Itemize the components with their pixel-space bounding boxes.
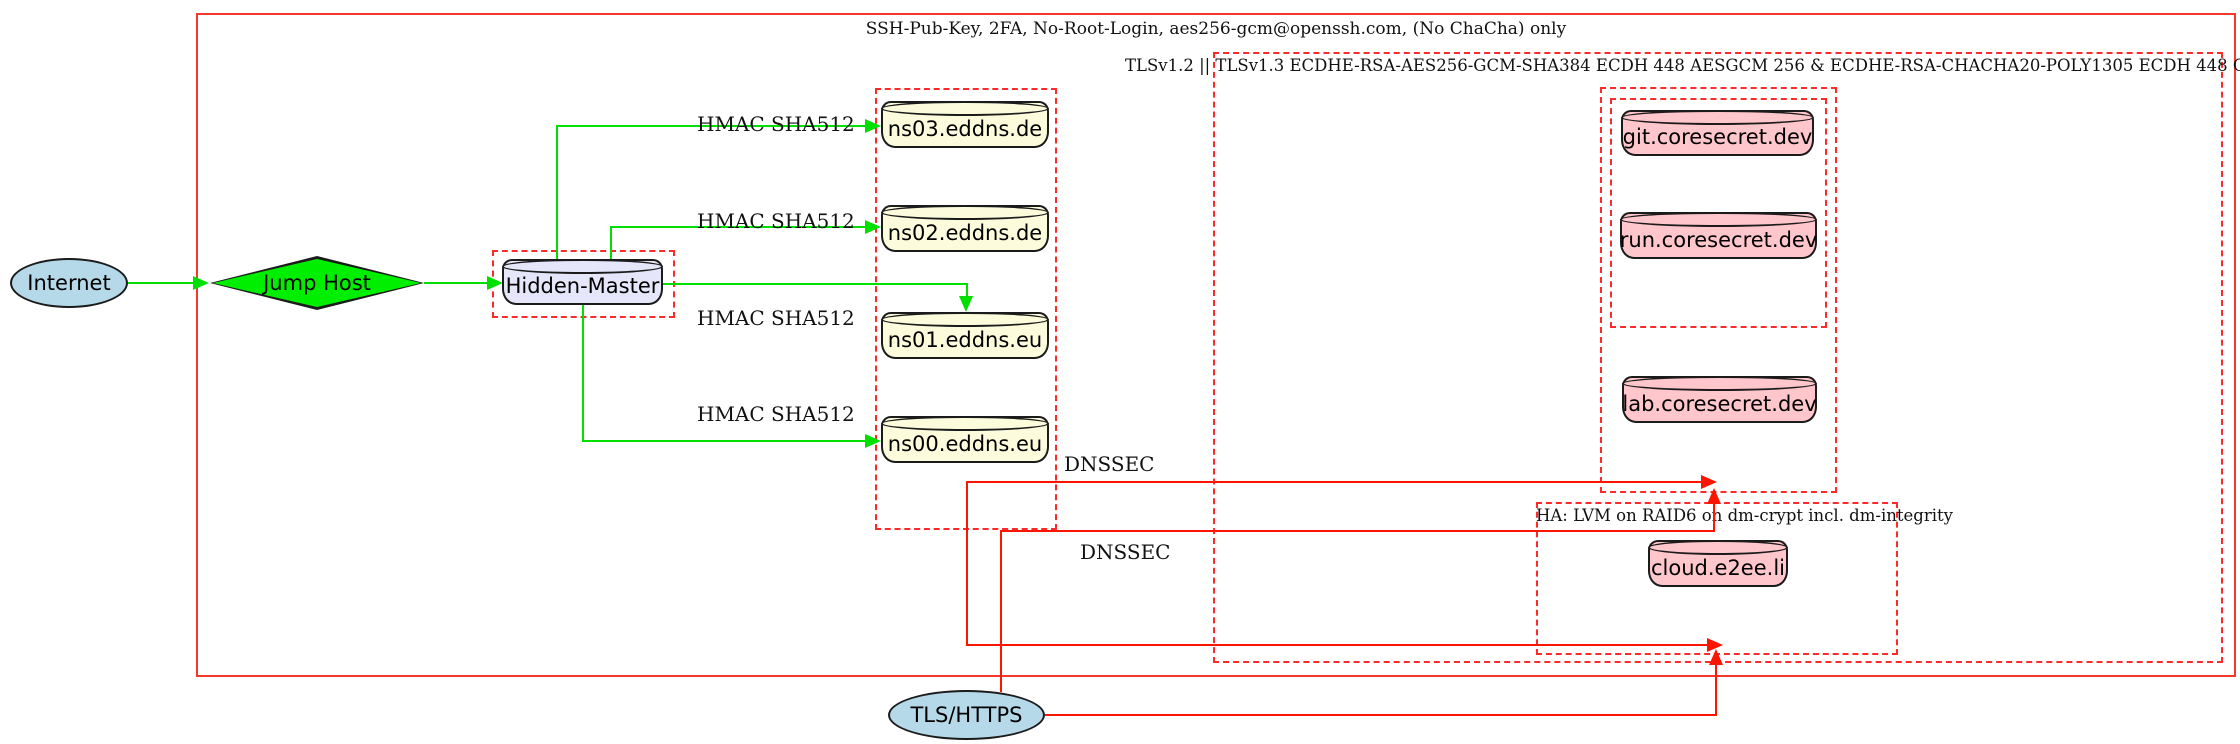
edge-hm-ns01-arrowhead [959,296,973,312]
edge-dnssec-coresecret-arrowhead [1701,475,1717,489]
node-ns03: ns03.eddns.de [881,101,1049,148]
node-ns03-label: ns03.eddns.de [887,116,1043,141]
node-git-label: git.coresecret.dev [1622,125,1813,149]
ssh-security-boundary-box [196,13,2236,677]
node-git-coresecret: git.coresecret.dev [1621,110,1814,156]
edge-hm-ns01-hline [663,283,968,285]
node-hidden-master: Hidden-Master [502,259,663,305]
node-jump-host: Jump Host [210,256,424,310]
node-ns01-label: ns01.eddns.eu [887,327,1043,352]
edge-hm-ns02-vline [610,226,612,262]
edge-hm-ns02-arrowhead [865,220,881,234]
edge-label-hmac-ns01: HMAC SHA512 [697,306,855,330]
edge-dnssec-coresecret-hline [966,481,1702,483]
node-cloud-label: cloud.e2ee.li [1650,555,1785,580]
edge-hm-ns00-vline [582,305,584,442]
node-tls-https-label: TLS/HTTPS [910,703,1023,727]
node-run-coresecret: run.coresecret.dev [1620,212,1817,259]
edge-hm-ns00-hline [582,440,866,442]
edge-internet-jumphost-arrowhead [193,276,209,290]
edge-label-dnssec-2: DNSSEC [1080,540,1171,564]
edge-label-hmac-ns00: HMAC SHA512 [697,402,855,426]
edge-dnssec-ha-hline [966,644,1708,646]
node-cloud-e2ee: cloud.e2ee.li [1648,540,1788,587]
edge-internet-jumphost-line [128,282,194,284]
tls-cluster-label: TLSv1.2 || TLSv1.3 ECDHE-RSA-AES256-GCM-… [1125,56,2240,75]
edge-hm-ns02-hline [610,226,866,228]
ssh-boundary-label: SSH-Pub-Key, 2FA, No-Root-Login, aes256-… [865,19,1567,39]
edge-label-hmac-ns03: HMAC SHA512 [697,112,855,136]
edge-label-dnssec-1: DNSSEC [1064,452,1155,476]
node-ns00: ns00.eddns.eu [881,416,1049,463]
edge-tls-coresecret-vline2 [1713,503,1715,532]
node-lab-coresecret: lab.coresecret.dev [1622,376,1817,423]
edge-dnssec-ha-arrowhead [1707,638,1723,652]
node-jump-host-label: Jump Host [263,271,371,295]
edge-dnssec-shared-vline [966,481,968,646]
node-run-label: run.coresecret.dev [1619,227,1818,252]
edge-hm-ns01-vline [966,283,968,297]
edge-label-hmac-ns02: HMAC SHA512 [697,209,855,233]
edge-hm-ns03-hline [556,125,866,127]
node-hidden-master-label: Hidden-Master [505,274,660,298]
edge-tls-ha-hline [1045,714,1717,716]
edge-tls-coresecret-vline1 [1000,530,1002,692]
node-tls-https: TLS/HTTPS [888,690,1045,740]
node-lab-label: lab.coresecret.dev [1622,391,1817,416]
edge-tls-ha-arrowhead [1709,649,1723,665]
node-ns01: ns01.eddns.eu [881,312,1049,359]
edge-tls-ha-vline [1715,664,1717,716]
ha-cluster-label: HA: LVM on RAID6 on dm-crypt incl. dm-in… [1536,506,1953,525]
node-ns02: ns02.eddns.de [881,205,1049,252]
edge-hm-ns03-arrowhead [865,119,881,133]
edge-tls-coresecret-arrowhead [1707,488,1721,504]
node-internet: Internet [10,258,128,308]
edge-hm-ns00-arrowhead [865,434,881,448]
node-ns00-label: ns00.eddns.eu [887,431,1043,456]
node-internet-label: Internet [27,271,111,295]
edge-tls-coresecret-hline [1000,530,1715,532]
edge-jumphost-hiddenmaster-line [424,282,488,284]
coresecret-inner-cluster-box [1610,98,1827,328]
edge-jumphost-hiddenmaster-arrowhead [487,276,503,290]
node-ns02-label: ns02.eddns.de [887,220,1043,245]
edge-hm-ns03-vline [556,125,558,262]
